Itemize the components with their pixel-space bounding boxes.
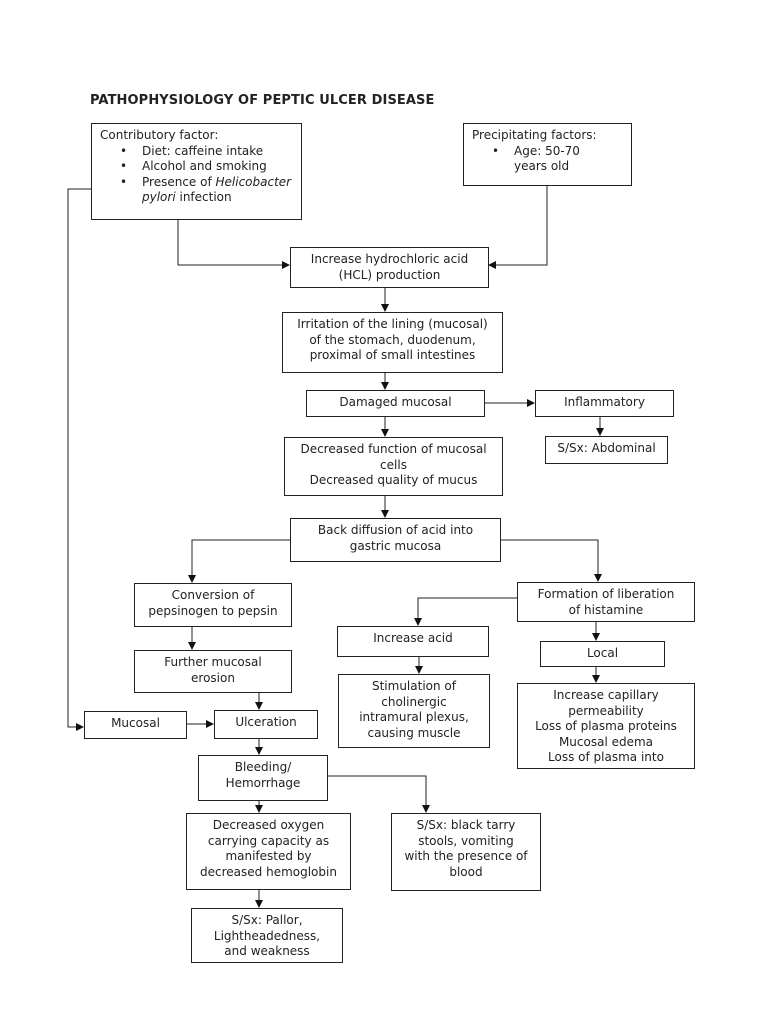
node-text-line: S/Sx: Pallor, — [231, 913, 303, 927]
node-text-line: Decreased oxygen — [212, 818, 325, 832]
node-text-line: of the stomach, duodenum, — [309, 332, 476, 347]
node-text-line: causing muscle — [367, 725, 461, 740]
node-text-line: Loss of plasma into — [548, 750, 664, 764]
node-ulceration: Ulceration — [214, 710, 318, 739]
node-text-line: Mucosal — [111, 716, 160, 730]
item-suffix: infection — [175, 190, 232, 204]
node-text-line: pepsinogen to pepsin — [148, 603, 278, 618]
node-pallor: S/Sx: Pallor,Lightheadedness,and weaknes… — [191, 908, 343, 963]
node-text-line: permeability — [568, 703, 644, 718]
node-text-line: gastric mucosa — [349, 538, 442, 553]
node-text-line: S/Sx: black tarry — [416, 818, 516, 832]
page-title: PATHOPHYSIOLOGY OF PEPTIC ULCER DISEASE — [90, 93, 435, 108]
node-text-line: Local — [586, 646, 619, 660]
connector — [67, 188, 91, 731]
node-text-line: Mucosal edema — [558, 734, 654, 749]
node-increase-acid: Increase acid — [337, 626, 489, 657]
node-text-line: and weakness — [224, 944, 310, 958]
node-text-line: Inflammatory — [564, 395, 645, 409]
node-text-line: Damaged mucosal — [339, 395, 452, 409]
node-text-line: Bleeding/ — [234, 760, 292, 774]
node-text-line: Formation of liberation — [537, 587, 675, 601]
node-text-line: Decreased quality of mucus — [309, 473, 478, 487]
node-text-line: Lightheadedness, — [213, 928, 321, 943]
precipitating-factors-box: Precipitating factors: Age: 50-70 years … — [463, 123, 632, 186]
node-text-line: S/Sx: Abdominal — [557, 441, 656, 455]
item-prefix: Presence of — [142, 174, 216, 189]
node-text-line: Hemorrhage — [225, 775, 301, 790]
node-text-line: carrying capacity as — [207, 833, 330, 848]
connector — [414, 597, 517, 626]
node-irritation: Irritation of the lining (mucosal)of the… — [282, 312, 503, 373]
node-text-line: Increase acid — [373, 631, 453, 645]
contributory-item: Alcohol and smoking — [120, 159, 301, 175]
connector — [488, 186, 548, 269]
connector — [188, 539, 290, 583]
node-local: Local — [540, 641, 665, 667]
node-text-line: of histamine — [568, 602, 644, 617]
node-text-line: (HCL) production — [338, 267, 441, 282]
node-text-line: intramural plexus, — [359, 710, 469, 724]
node-mucosal: Mucosal — [84, 711, 187, 739]
node-text-line: cholinergic — [381, 694, 447, 709]
node-text-line: Back diffusion of acid into — [317, 523, 474, 537]
connector — [177, 220, 290, 269]
node-text-line: with the presence of — [404, 849, 528, 863]
connector — [500, 539, 602, 582]
item-italic: Helicobacter pylori — [142, 174, 292, 205]
node-hcl: Increase hydrochloric acid(HCL) producti… — [290, 247, 489, 288]
precipitating-heading: Precipitating factors: — [472, 128, 597, 142]
node-text-line: proximal of small intestines — [309, 348, 476, 362]
node-text-line: Ulceration — [235, 715, 297, 729]
node-text-line: manifested by — [225, 849, 312, 863]
node-text-line: cells — [380, 457, 407, 472]
node-text-line: Increase capillary — [553, 688, 659, 702]
contributory-heading: Contributory factor: — [100, 128, 219, 142]
node-abdominal: S/Sx: Abdominal — [545, 436, 668, 464]
node-text-line: Increase hydrochloric acid — [310, 252, 469, 266]
contributory-factor-box: Contributory factor: Diet: caffeine inta… — [91, 123, 302, 220]
contributory-item: Presence of Helicobacter pylori infectio… — [100, 175, 301, 206]
node-text-line: erosion — [191, 670, 235, 685]
node-text-line: stools, vomiting — [418, 833, 514, 848]
connector — [327, 775, 430, 813]
node-text-line: Stimulation of — [371, 679, 456, 693]
contributory-item: Diet: caffeine intake — [120, 144, 301, 160]
node-text-line: Irritation of the lining (mucosal) — [297, 317, 488, 331]
node-text-line: Conversion of — [171, 588, 255, 602]
node-text-line: blood — [449, 864, 483, 879]
node-inflammatory: Inflammatory — [535, 390, 674, 417]
precipitating-item: Age: 50-70 years old — [492, 144, 614, 175]
node-bleeding: Bleeding/Hemorrhage — [198, 755, 328, 801]
node-text-line: decreased hemoglobin — [200, 864, 337, 879]
node-damaged: Damaged mucosal — [306, 390, 485, 417]
node-text-line: Loss of plasma proteins — [535, 719, 677, 733]
node-text-line: Further mucosal — [164, 655, 262, 669]
node-text-line: Decreased function of mucosal — [300, 442, 487, 456]
